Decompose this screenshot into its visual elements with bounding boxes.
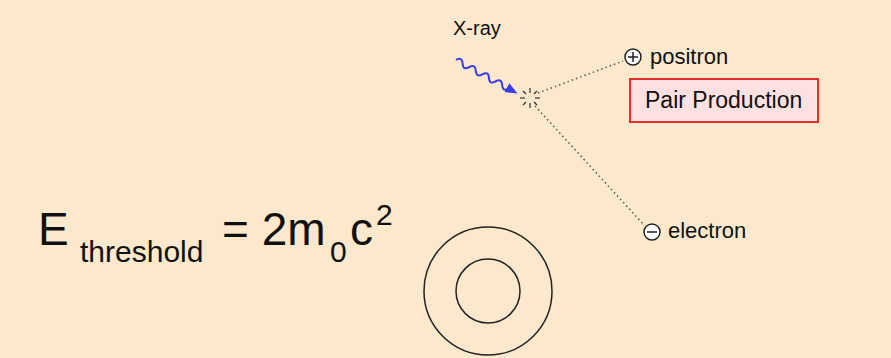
formula-term: = 2m <box>222 206 326 252</box>
electron-track <box>535 106 644 225</box>
formula-symbol: E <box>38 206 69 252</box>
particle-label: positron <box>650 46 728 68</box>
electron-symbol <box>644 224 660 240</box>
formula-term: c <box>350 206 373 252</box>
x-ray-wave <box>454 56 520 98</box>
particle-label: electron <box>668 220 746 242</box>
formula-subscript: 0 <box>330 237 347 267</box>
formula-subscript: threshold <box>80 237 203 267</box>
ray-label: X-ray <box>453 18 501 38</box>
node-text: Pair Production <box>645 89 803 112</box>
process-label-box: Pair Production <box>629 78 819 123</box>
interaction-burst <box>520 88 540 108</box>
positron-track <box>538 61 623 93</box>
positron-symbol <box>625 49 641 65</box>
nucleus-atom <box>424 227 552 355</box>
formula-superscript: 2 <box>376 200 393 230</box>
